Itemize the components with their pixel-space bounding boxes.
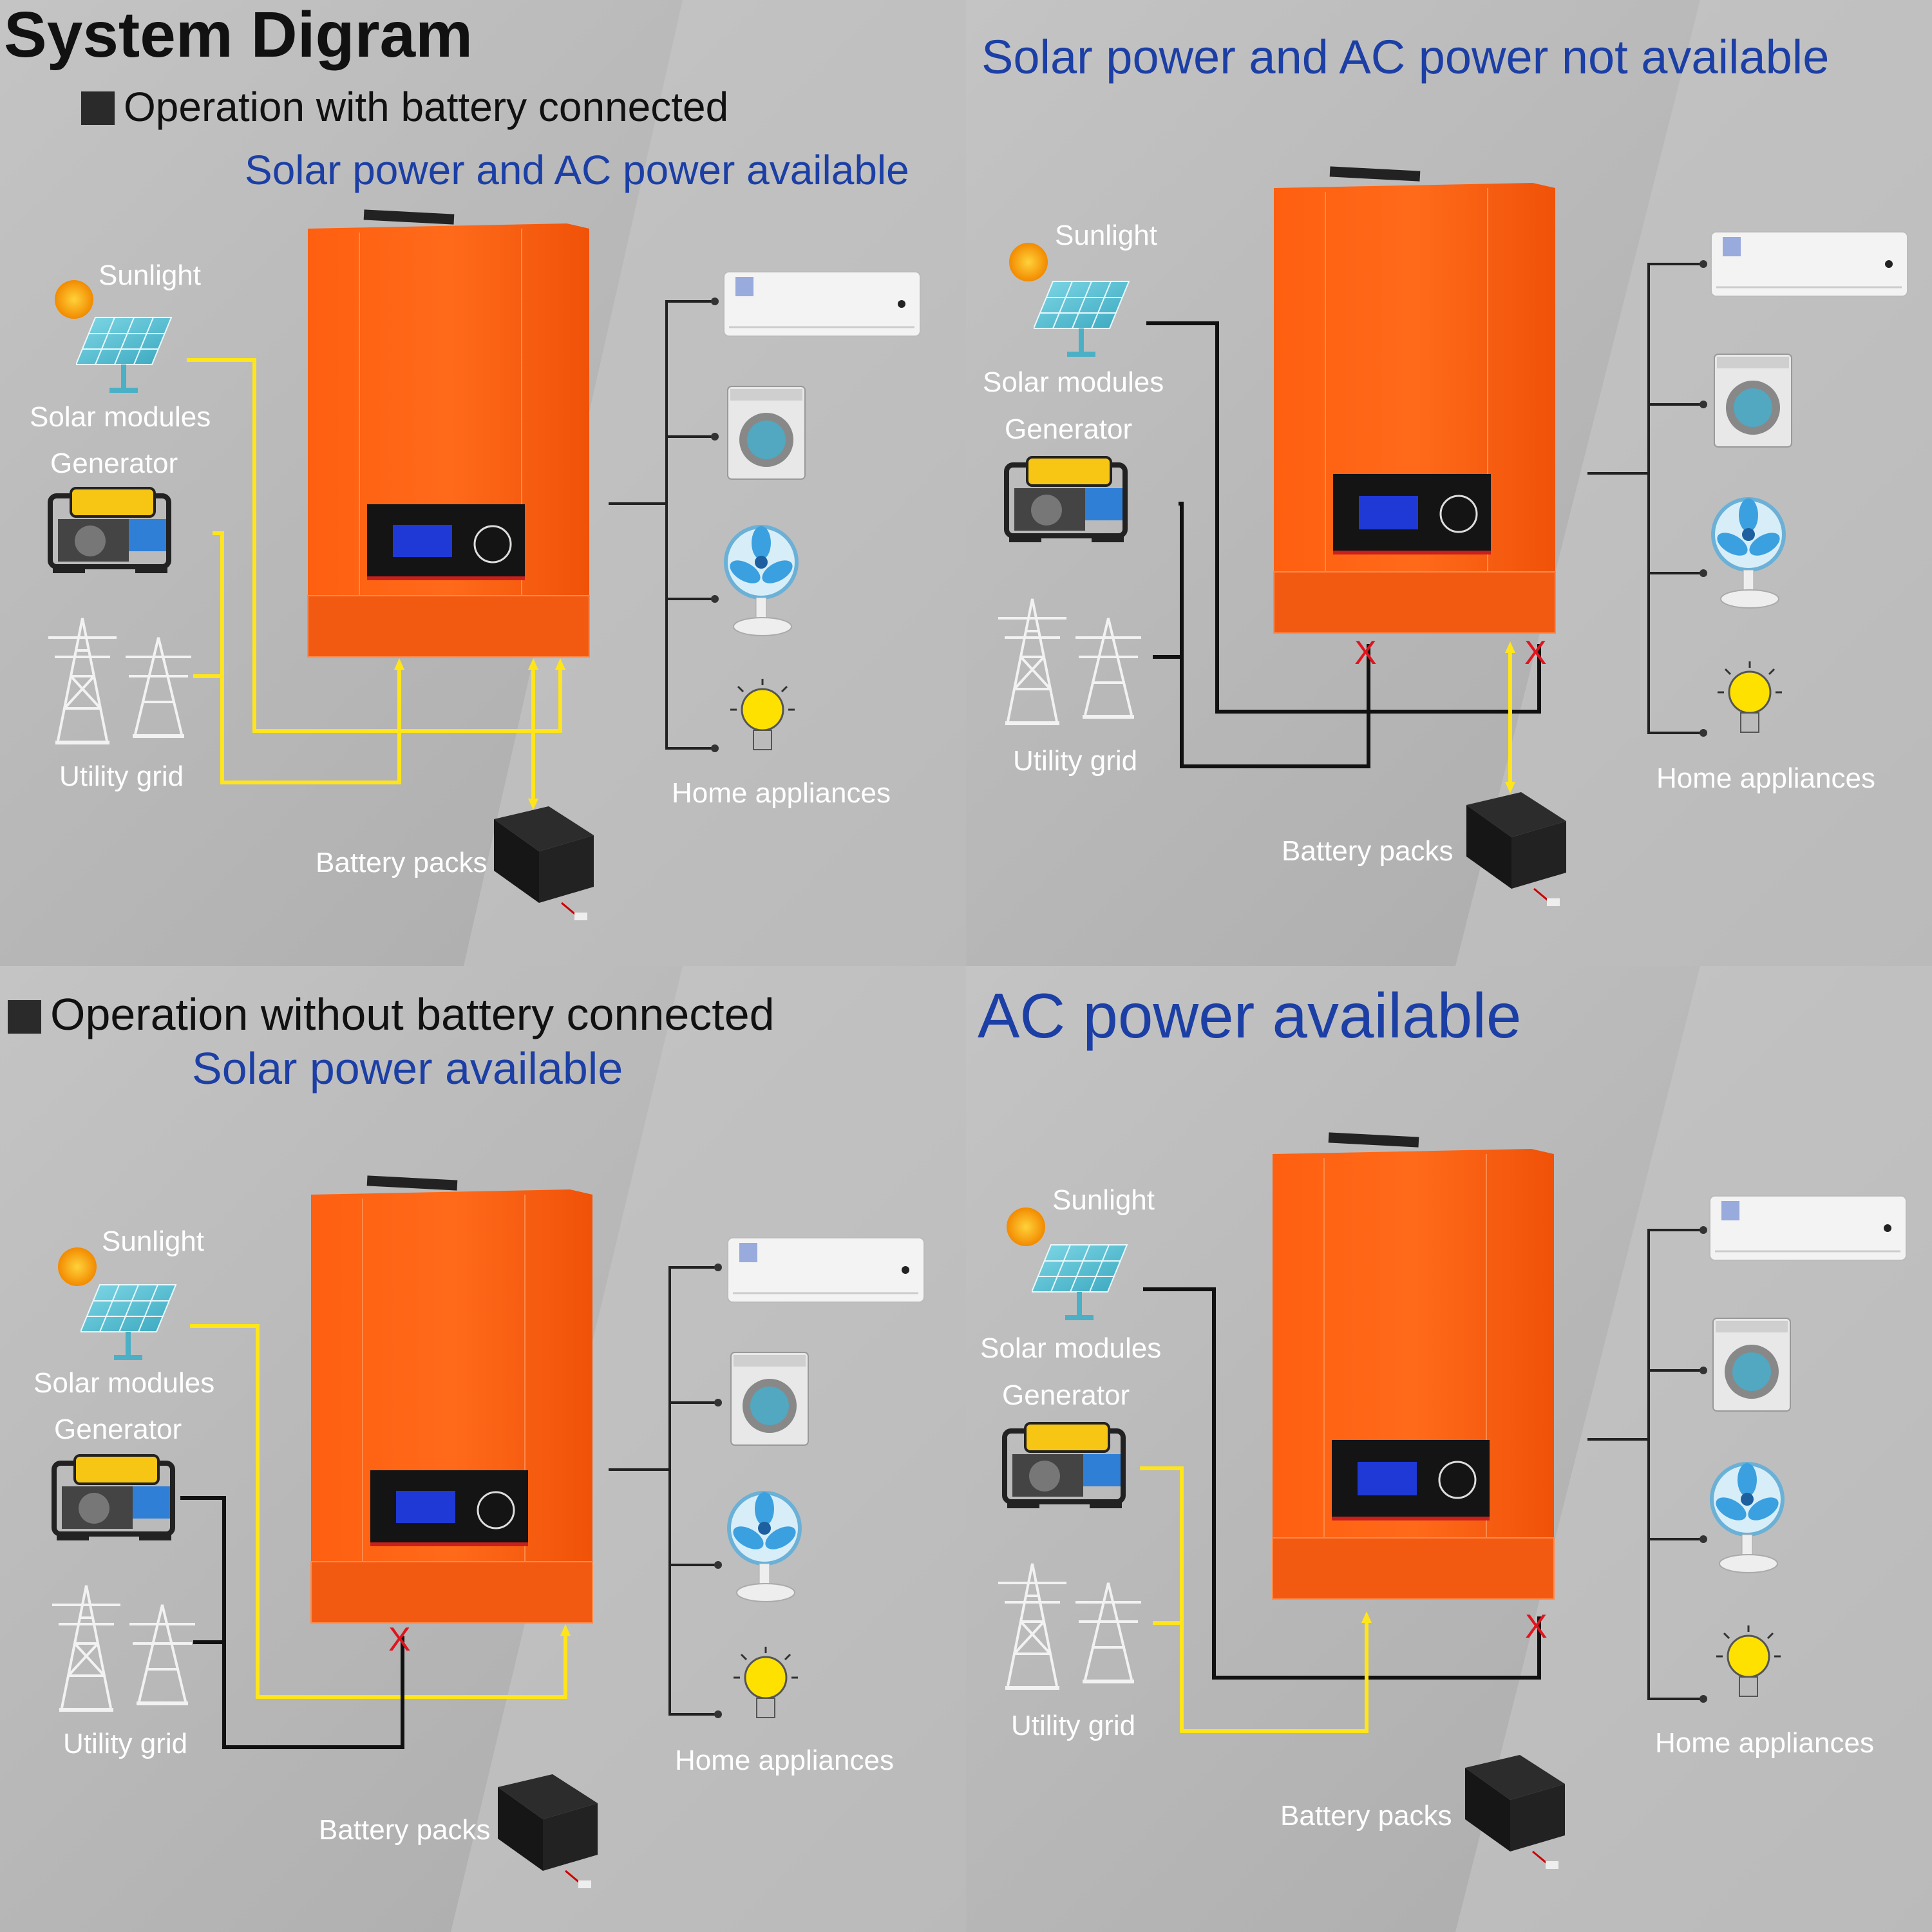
battery-packs-label: Battery packs bbox=[1282, 835, 1454, 867]
utility-grid-label: Utility grid bbox=[1011, 1710, 1136, 1741]
generator-label: Generator bbox=[1005, 413, 1133, 445]
sunlight-label: Sunlight bbox=[1055, 220, 1158, 251]
battery-packs-label: Battery packs bbox=[316, 847, 488, 878]
cross-mark: X bbox=[1524, 634, 1547, 672]
light-bulb-icon bbox=[1716, 1625, 1781, 1697]
fan-icon bbox=[1711, 497, 1786, 609]
air-conditioner-icon bbox=[1710, 231, 1908, 297]
section-heading-battery: Operation with battery connected bbox=[81, 86, 728, 128]
square-bullet-icon bbox=[81, 91, 115, 125]
washing-machine-icon bbox=[727, 386, 806, 480]
light-bulb-icon bbox=[730, 679, 795, 750]
sun-icon bbox=[58, 1247, 97, 1286]
washing-machine-icon bbox=[1714, 354, 1792, 448]
generator-label: Generator bbox=[50, 448, 178, 479]
solar-modules-label: Solar modules bbox=[33, 1367, 215, 1399]
utility-tower-icon bbox=[52, 1585, 195, 1712]
cross-mark: X bbox=[1354, 634, 1377, 672]
panel-ac-available: AC power available X Sunlight Solar modu… bbox=[966, 966, 1932, 1932]
sun-icon bbox=[55, 280, 93, 319]
light-bulb-icon bbox=[1718, 661, 1782, 733]
sun-icon bbox=[1009, 243, 1048, 281]
panel-no-battery-solar: Operation without battery connected Sola… bbox=[0, 966, 966, 1932]
square-bullet-icon bbox=[8, 1000, 41, 1034]
inverter-unit bbox=[1273, 166, 1556, 634]
generator-label: Generator bbox=[54, 1414, 182, 1445]
light-bulb-icon bbox=[734, 1647, 798, 1718]
utility-tower-icon bbox=[48, 618, 191, 744]
utility-grid-label: Utility grid bbox=[63, 1728, 188, 1759]
utility-grid-label: Utility grid bbox=[1013, 745, 1138, 777]
home-appliances-label: Home appliances bbox=[1655, 1727, 1874, 1759]
solar-panel-icon bbox=[76, 317, 173, 393]
solar-modules-label: Solar modules bbox=[30, 401, 211, 433]
generator-icon bbox=[1002, 1422, 1126, 1508]
utility-tower-icon bbox=[998, 598, 1141, 725]
panel-no-solar-no-ac: Solar power and AC power not available X… bbox=[966, 0, 1932, 966]
sunlight-label: Sunlight bbox=[99, 260, 202, 291]
home-appliances-label: Home appliances bbox=[672, 777, 891, 809]
battery-packs-label: Battery packs bbox=[1280, 1800, 1452, 1832]
panel-subtitle: Solar power available bbox=[192, 1043, 623, 1094]
generator-icon bbox=[52, 1454, 175, 1540]
solar-panel-icon bbox=[1034, 281, 1130, 357]
panel-subtitle: Solar power and AC power available bbox=[245, 147, 909, 193]
utility-tower-icon bbox=[998, 1563, 1141, 1690]
panel-background bbox=[0, 0, 966, 966]
air-conditioner-icon bbox=[1709, 1195, 1907, 1261]
fan-icon bbox=[727, 1491, 802, 1602]
inverter-unit bbox=[307, 209, 590, 658]
battery-pack-icon bbox=[1465, 1755, 1565, 1869]
fan-icon bbox=[724, 525, 799, 636]
cross-mark: X bbox=[1525, 1608, 1548, 1645]
solar-panel-icon bbox=[80, 1284, 177, 1360]
air-conditioner-icon bbox=[727, 1237, 925, 1303]
fan-icon bbox=[1710, 1462, 1785, 1573]
sunlight-label: Sunlight bbox=[102, 1226, 205, 1257]
utility-grid-label: Utility grid bbox=[59, 761, 184, 792]
panel-subtitle: Solar power and AC power not available bbox=[981, 30, 1830, 84]
solar-panel-icon bbox=[1032, 1244, 1128, 1320]
battery-packs-label: Battery packs bbox=[319, 1814, 491, 1846]
solar-modules-label: Solar modules bbox=[980, 1332, 1162, 1364]
battery-pack-icon bbox=[494, 806, 594, 920]
cross-mark: X bbox=[388, 1621, 411, 1658]
sun-icon bbox=[1007, 1208, 1045, 1246]
page-title: System Digram bbox=[4, 0, 473, 71]
solar-modules-label: Solar modules bbox=[983, 366, 1164, 398]
washing-machine-icon bbox=[730, 1352, 809, 1446]
generator-icon bbox=[48, 487, 171, 573]
washing-machine-icon bbox=[1712, 1318, 1791, 1412]
generator-icon bbox=[1004, 456, 1128, 542]
home-appliances-label: Home appliances bbox=[675, 1745, 894, 1776]
air-conditioner-icon bbox=[723, 271, 921, 337]
home-appliances-label: Home appliances bbox=[1656, 762, 1875, 794]
section-heading-no-battery: Operation without battery connected bbox=[8, 992, 775, 1037]
battery-pack-icon bbox=[1466, 792, 1566, 906]
panel-battery-solar-ac: System Digram Operation with battery con… bbox=[0, 0, 966, 966]
panel-subtitle: AC power available bbox=[978, 980, 1522, 1051]
inverter-unit bbox=[310, 1175, 593, 1624]
battery-pack-icon bbox=[498, 1774, 598, 1888]
generator-label: Generator bbox=[1002, 1379, 1130, 1411]
sunlight-label: Sunlight bbox=[1052, 1184, 1155, 1216]
inverter-unit bbox=[1272, 1132, 1555, 1600]
